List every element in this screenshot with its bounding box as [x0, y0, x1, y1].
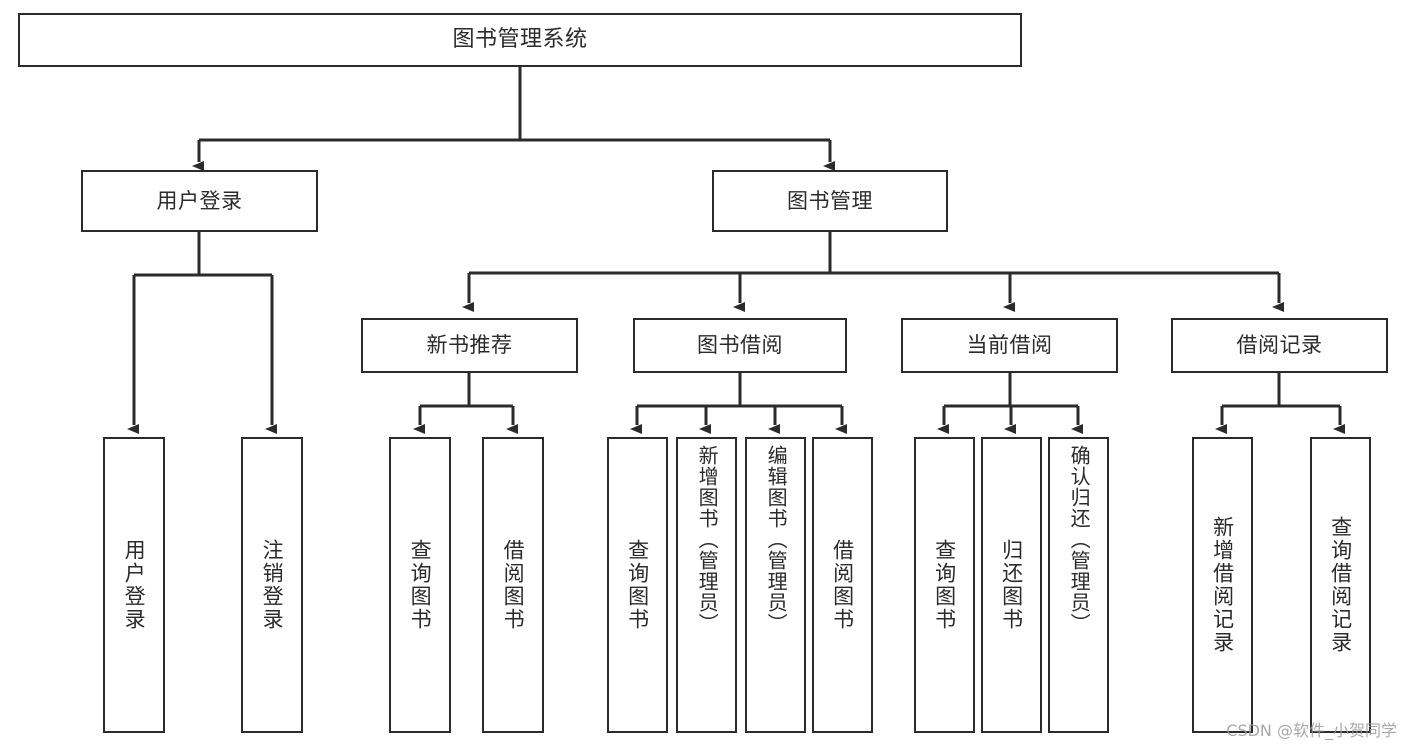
leaf-query-book-newbook[interactable]: 查询图书 — [389, 437, 451, 733]
node-label: 确认归还（管理员） — [1067, 445, 1092, 634]
leaf-query-borrow-record[interactable]: 查询借阅记录 — [1310, 437, 1371, 733]
leaf-query-book-borrow[interactable]: 查询图书 — [607, 437, 668, 733]
node-label: 注销登录 — [260, 539, 285, 631]
node-label: 当前借阅 — [966, 333, 1053, 358]
node-label: 查询图书 — [932, 539, 957, 631]
node-label: 新书推荐 — [426, 333, 513, 358]
node-label: 图书借阅 — [697, 333, 783, 358]
leaf-edit-book-admin[interactable]: 编辑图书（管理员） — [745, 437, 806, 733]
node-label: 编辑图书（管理员） — [764, 445, 789, 634]
node-label: 图书管理 — [787, 188, 873, 213]
leaf-query-book-current[interactable]: 查询图书 — [914, 437, 975, 733]
node-current-borrow[interactable]: 当前借阅 — [901, 318, 1118, 373]
node-new-book-recommend[interactable]: 新书推荐 — [361, 318, 578, 373]
node-book-management[interactable]: 图书管理 — [712, 170, 948, 232]
node-label: 用户登录 — [156, 188, 243, 213]
node-label: 查询借阅记录 — [1328, 516, 1353, 654]
leaf-user-login[interactable]: 用户登录 — [103, 437, 165, 733]
node-book-borrow[interactable]: 图书借阅 — [633, 318, 847, 373]
leaf-return-book[interactable]: 归还图书 — [981, 437, 1042, 733]
node-label: 查询图书 — [408, 539, 433, 631]
node-label: 图书管理系统 — [452, 27, 588, 53]
watermark: CSDN @软件_小贺同学 — [1226, 721, 1397, 740]
leaf-borrow-book-newbook[interactable]: 借阅图书 — [482, 437, 544, 733]
node-label: 查询图书 — [625, 539, 650, 631]
node-label: 新增图书（管理员） — [695, 445, 720, 634]
node-label: 归还图书 — [999, 539, 1024, 631]
leaf-logout-login[interactable]: 注销登录 — [241, 437, 303, 733]
leaf-add-borrow-record[interactable]: 新增借阅记录 — [1192, 437, 1253, 733]
node-label: 新增借阅记录 — [1210, 516, 1235, 654]
node-borrow-record[interactable]: 借阅记录 — [1171, 318, 1388, 373]
node-label: 借阅图书 — [501, 539, 526, 631]
leaf-add-book-admin[interactable]: 新增图书（管理员） — [676, 437, 737, 733]
node-label: 用户登录 — [122, 539, 147, 631]
node-label: 借阅记录 — [1236, 333, 1323, 358]
node-user-login[interactable]: 用户登录 — [81, 170, 318, 232]
node-root-system[interactable]: 图书管理系统 — [18, 13, 1022, 67]
leaf-confirm-return-admin[interactable]: 确认归还（管理员） — [1048, 437, 1109, 733]
leaf-borrow-book-borrow[interactable]: 借阅图书 — [812, 437, 873, 733]
node-label: 借阅图书 — [830, 539, 855, 631]
